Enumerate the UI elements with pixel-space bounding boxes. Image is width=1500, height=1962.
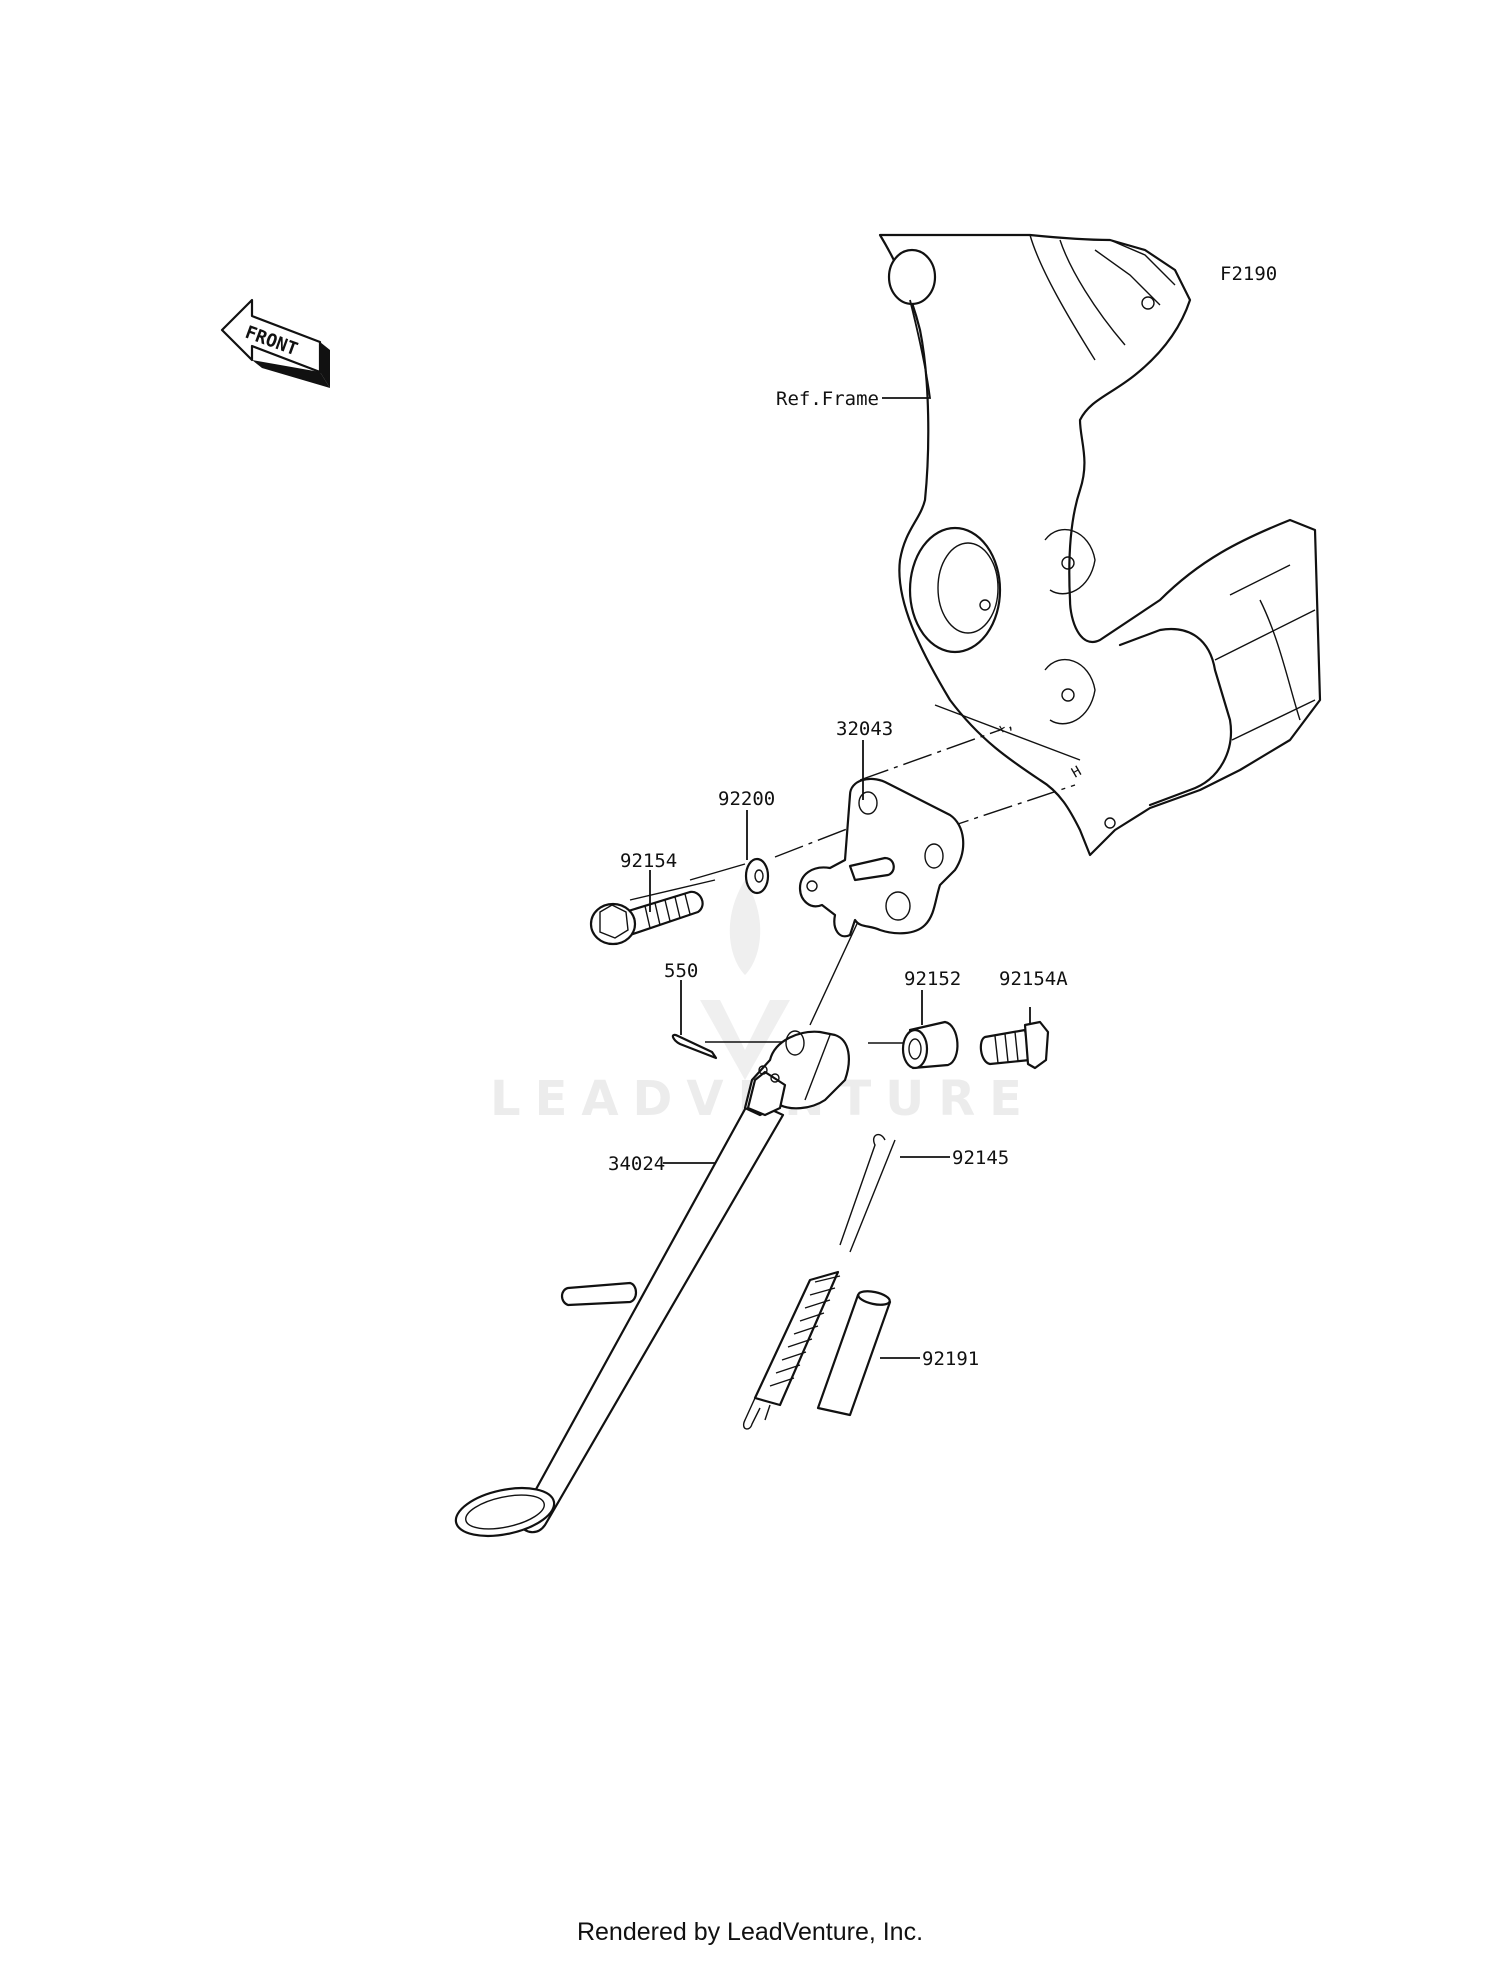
callout-92191: 92191 [922,1348,979,1370]
side-stand-bracket [798,777,965,938]
footer-credit: Rendered by LeadVenture, Inc. [576,1918,924,1946]
return-spring [743,1133,896,1430]
callout-92154: 92154 [620,850,677,872]
flange-bolt [589,890,704,946]
front-arrow-icon: FRONT [220,298,330,388]
callout-550: 550 [664,960,698,982]
diagram-code: F2190 [1220,263,1277,285]
callout-92154A: 92154A [999,968,1068,990]
spring-cover-tube [816,1290,892,1417]
alignment-lines [629,729,1076,1044]
callout-32043: 32043 [836,718,893,740]
callout-92200: 92200 [718,788,775,810]
callout-34024: 34024 [608,1153,665,1175]
leader-lines [649,299,1031,1359]
collar [901,1020,959,1070]
cotter-pin [671,1033,718,1060]
svg-text:+,: +, [994,716,1017,738]
side-stand [454,1030,850,1537]
callout-92152: 92152 [904,968,961,990]
callout-92145: 92145 [952,1147,1009,1169]
pivot-bolt [979,1020,1050,1070]
washer [744,857,770,895]
callout-ref-frame: Ref.Frame [776,388,879,410]
frame-reference: +, H [878,233,1322,857]
